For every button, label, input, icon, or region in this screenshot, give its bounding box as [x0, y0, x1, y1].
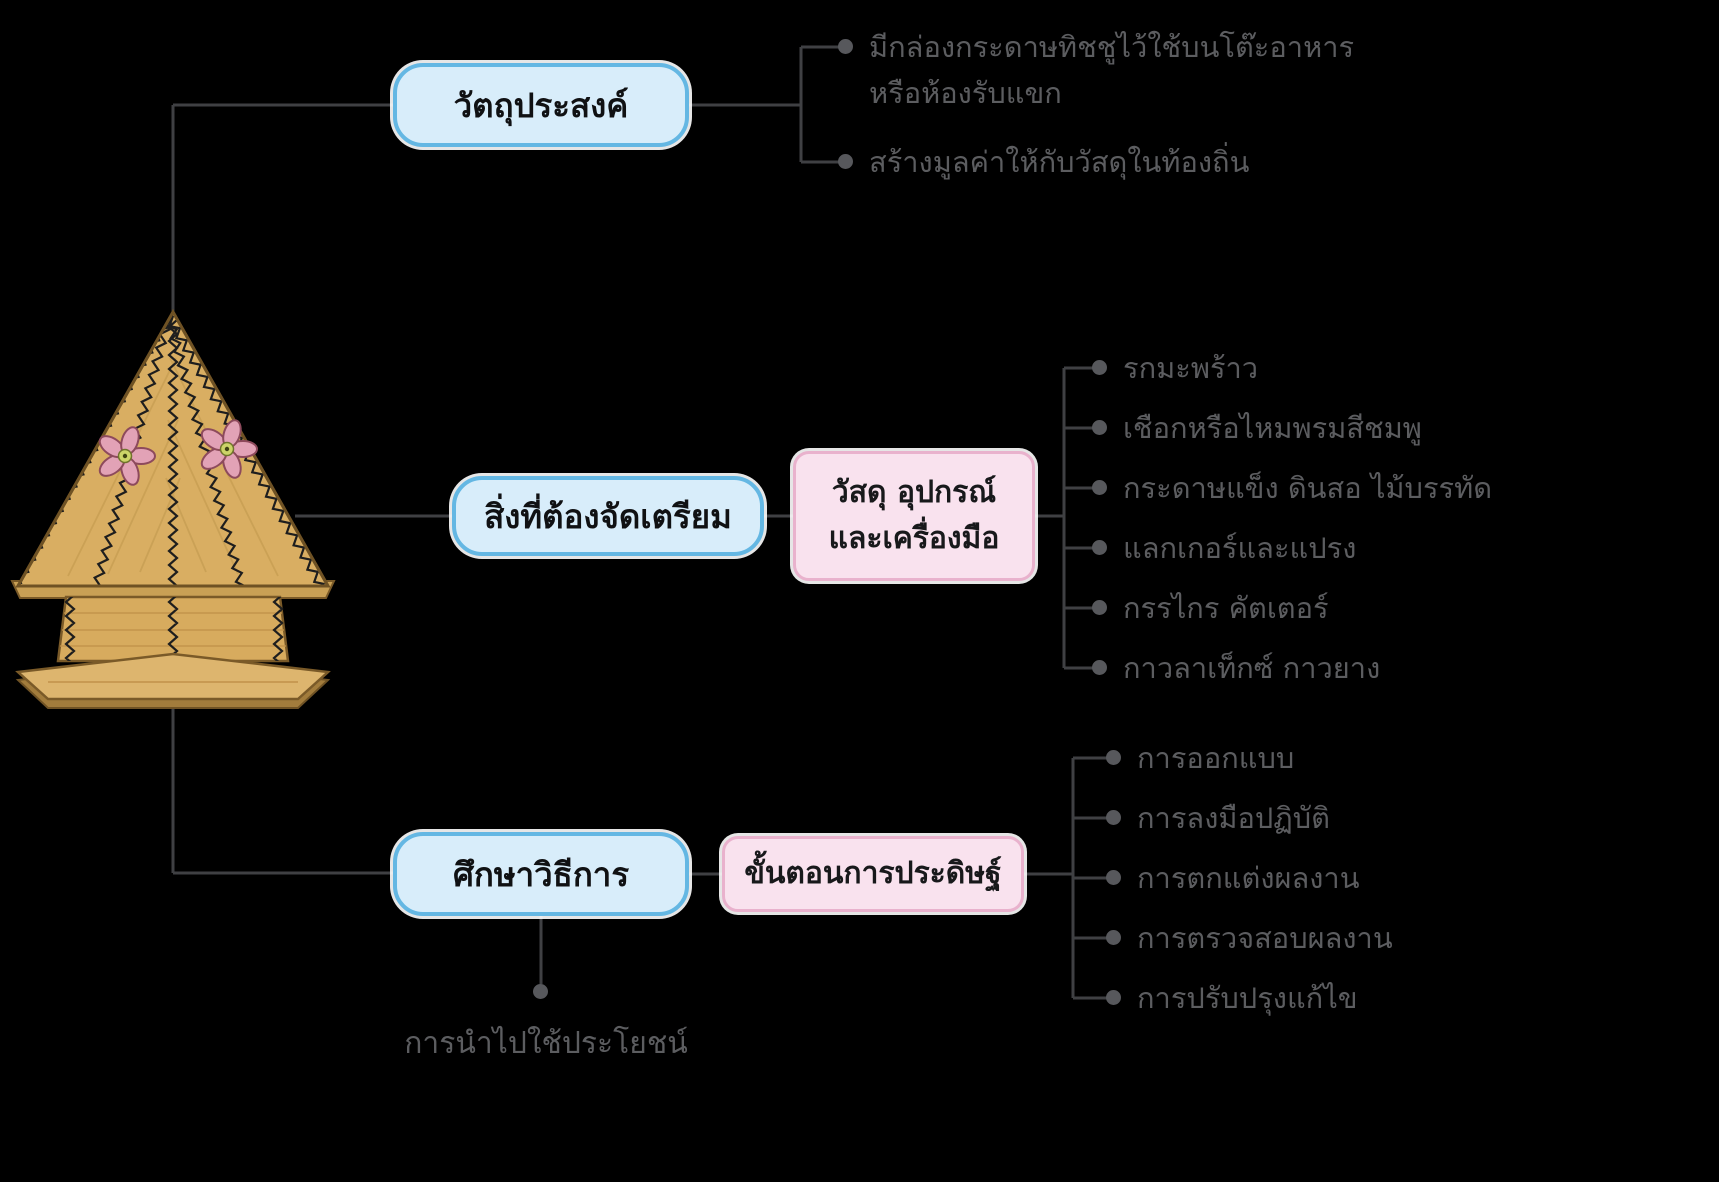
list-item-text: การออกแบบ: [1137, 741, 1295, 775]
bullet-icon: [533, 984, 548, 999]
node-materials-label-line2: และเครื่องมือ: [828, 521, 1000, 556]
list-item: สร้างมูลค่าให้กับวัสดุในท้องถิ่น: [838, 139, 1249, 185]
list-item-text: กระดาษแข็ง ดินสอ ไม้บรรทัด: [1123, 471, 1493, 505]
bullet-icon: [1106, 930, 1121, 945]
bullet-icon: [1092, 420, 1107, 435]
list-item-text: การตรวจสอบผลงาน: [1137, 921, 1393, 955]
node-method: ศึกษาวิธีการ: [393, 832, 689, 916]
bullet-icon: [1092, 480, 1107, 495]
node-materials-label-line1: วัสดุ อุปกรณ์: [831, 474, 997, 510]
list-item: การปรับปรุงแก้ไข: [1106, 975, 1358, 1021]
flower-icon: [200, 419, 258, 479]
list-item-text: สร้างมูลค่าให้กับวัสดุในท้องถิ่น: [869, 145, 1250, 179]
footer-item-text: การนำไปใช้ประโยชน์: [404, 1026, 688, 1061]
bullet-icon: [1106, 810, 1121, 825]
list-item-text: เชือกหรือไหมพรมสีชมพู: [1123, 411, 1422, 445]
list-item-text: รกมะพร้าว: [1123, 351, 1259, 385]
node-materials-tools: วัสดุ อุปกรณ์ และเครื่องมือ: [793, 451, 1035, 581]
node-objectives-label: วัตถุประสงค์: [453, 85, 629, 125]
node-method-label: ศึกษาวิธีการ: [452, 854, 630, 894]
list-item: กรรไกร คัตเตอร์: [1092, 585, 1329, 631]
bullet-icon: [1092, 660, 1107, 675]
list-item-text: การลงมือปฏิบัติ: [1137, 801, 1331, 835]
tissue-box-house-image: [10, 308, 336, 709]
bullet-icon: [1092, 360, 1107, 375]
bullet-icon: [1106, 990, 1121, 1005]
list-item: การตกแต่งผลงาน: [1106, 855, 1360, 901]
flower-icon: [98, 426, 156, 486]
list-item: การลงมือปฏิบัติ: [1106, 795, 1330, 841]
steps-connector: [689, 756, 1108, 1000]
list-item: มีกล่องกระดาษทิชชูไว้ใช้บนโต๊ะอาหาร หรือ…: [838, 24, 1354, 116]
bullet-icon: [1106, 870, 1121, 885]
tissue-box-illustration: [8, 298, 338, 713]
list-item: การออกแบบ: [1106, 735, 1294, 781]
list-item: รกมะพร้าว: [1092, 345, 1258, 391]
list-item: การตรวจสอบผลงาน: [1106, 915, 1393, 961]
node-invention-steps: ขั้นตอนการประดิษฐ์: [722, 836, 1024, 912]
list-item: กาวลาเท็กซ์ กาวยาง: [1092, 645, 1380, 691]
list-item-text: กาวลาเท็กซ์ กาวยาง: [1123, 651, 1381, 685]
node-prepare-label: สิ่งที่ต้องจัดเตรียม: [484, 496, 732, 536]
list-item-text: มีกล่องกระดาษทิชชูไว้ใช้บนโต๊ะอาหาร หรือ…: [869, 30, 1355, 110]
materials-connector: [764, 366, 1094, 670]
node-prepare: สิ่งที่ต้องจัดเตรียม: [452, 476, 764, 556]
list-item: แลกเกอร์และแปรง: [1092, 525, 1356, 571]
list-item: กระดาษแข็ง ดินสอ ไม้บรรทัด: [1092, 465, 1492, 511]
bullet-icon: [1092, 600, 1107, 615]
list-item-text: กรรไกร คัตเตอร์: [1123, 591, 1329, 625]
list-item-text: การตกแต่งผลงาน: [1137, 861, 1360, 895]
list-item: เชือกหรือไหมพรมสีชมพู: [1092, 405, 1422, 451]
list-item-text: การปรับปรุงแก้ไข: [1137, 981, 1358, 1015]
base-plate-top: [15, 652, 331, 701]
objectives-connector: [689, 45, 840, 164]
node-objectives: วัตถุประสงค์: [393, 63, 689, 147]
node-steps-label: ขั้นตอนการประดิษฐ์: [744, 855, 1002, 891]
bullet-icon: [838, 154, 853, 169]
list-item-text: แลกเกอร์และแปรง: [1123, 531, 1357, 565]
bullet-icon: [838, 39, 853, 54]
bullet-icon: [1106, 750, 1121, 765]
bullet-icon: [1092, 540, 1107, 555]
